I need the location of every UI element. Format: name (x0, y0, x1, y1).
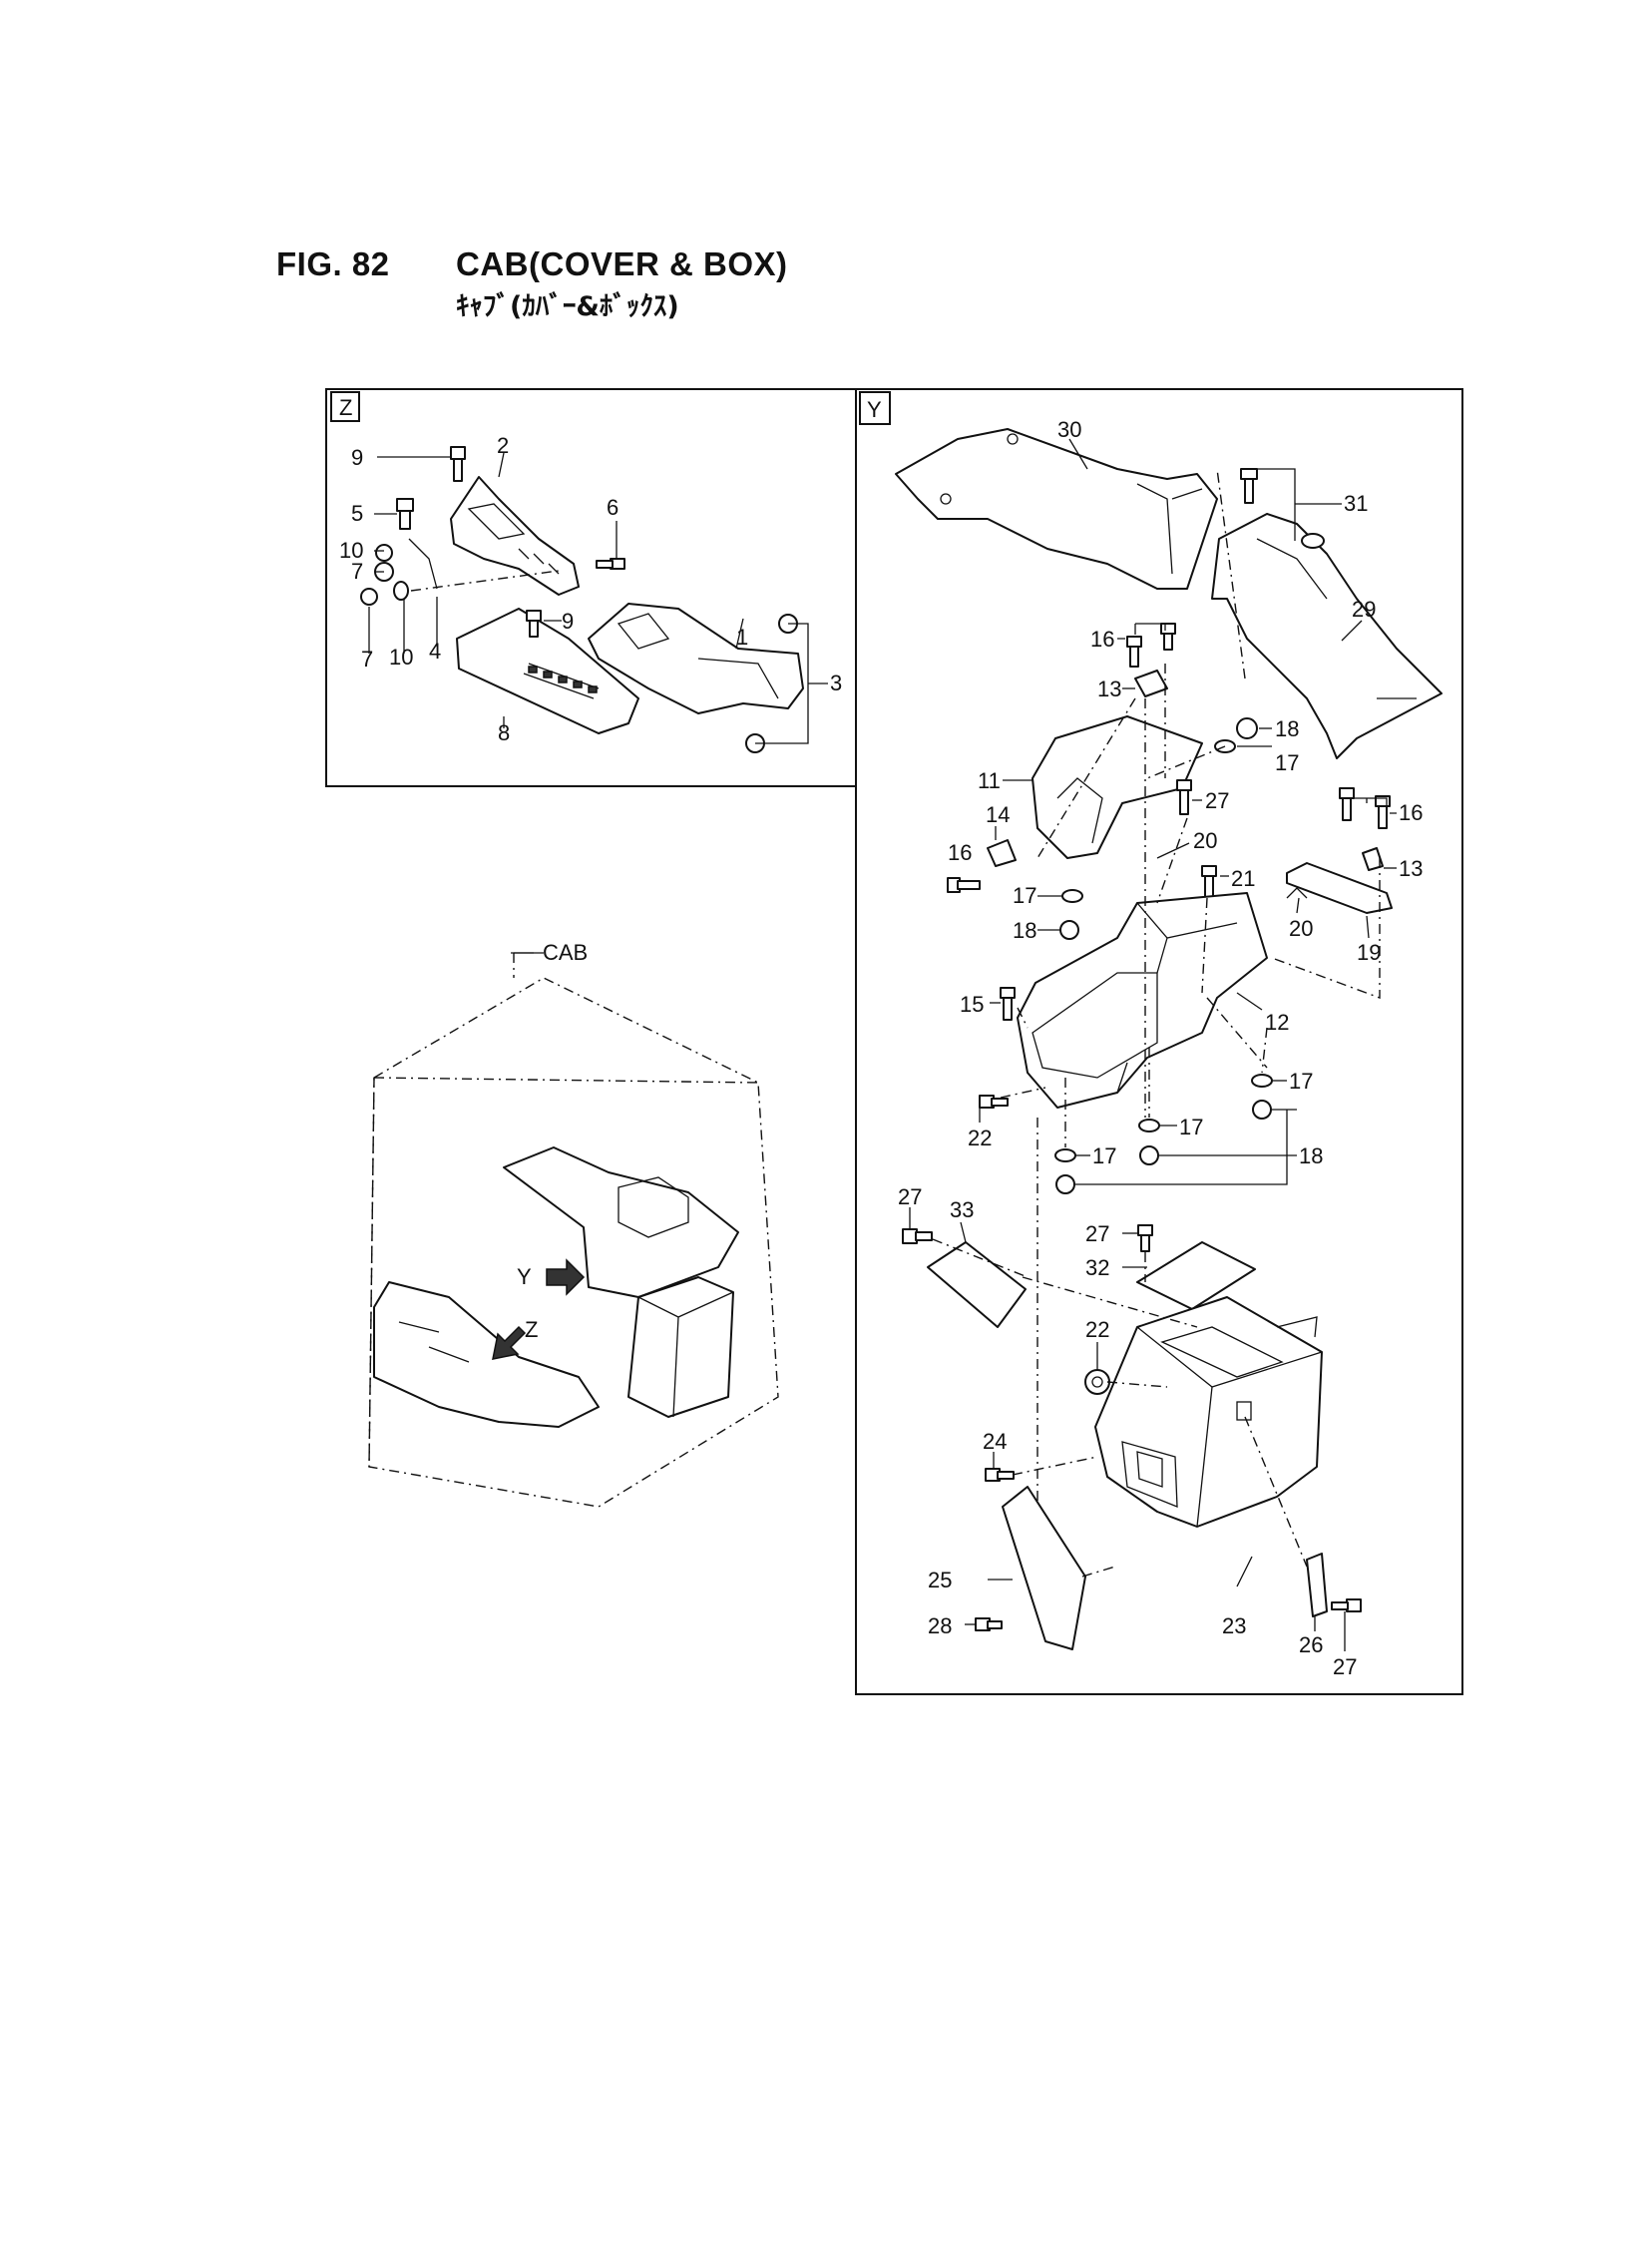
view-y-assembly-lines (932, 468, 1381, 1578)
label-19: 19 (1357, 940, 1381, 965)
label-13a: 13 (1097, 677, 1121, 701)
label-3: 3 (830, 671, 842, 695)
label-15: 15 (960, 992, 984, 1017)
label-29: 29 (1352, 597, 1376, 622)
label-20a: 20 (1193, 828, 1217, 853)
label-26: 26 (1299, 1632, 1323, 1657)
label-10a: 10 (339, 538, 363, 563)
label-9b: 9 (562, 609, 574, 634)
label-27a: 27 (1205, 788, 1229, 813)
label-6: 6 (607, 495, 619, 520)
figure-title: CAB(COVER & BOX) (456, 245, 788, 282)
figure-subtitle: ｷｬﾌﾞ(ｶﾊﾞｰ&ﾎﾞｯｸｽ) (456, 291, 679, 322)
label-27c: 27 (1085, 1221, 1109, 1246)
label-18c: 18 (1299, 1143, 1323, 1168)
label-16a: 16 (1090, 627, 1114, 652)
label-30: 30 (1057, 417, 1081, 442)
label-16b: 16 (948, 840, 972, 865)
view-z-arrow-label: Z (525, 1317, 538, 1342)
label-32: 32 (1085, 1255, 1109, 1280)
label-18b: 18 (1013, 918, 1036, 943)
view-z-label: Z (339, 395, 352, 420)
label-20b: 20 (1289, 916, 1313, 941)
label-1: 1 (736, 625, 748, 650)
label-7a: 7 (351, 559, 363, 584)
label-18a: 18 (1275, 716, 1299, 741)
label-14: 14 (986, 802, 1010, 827)
view-y-leaders (909, 438, 1397, 1651)
label-24: 24 (983, 1429, 1007, 1454)
label-23: 23 (1222, 1613, 1246, 1638)
view-y-arrow-label: Y (517, 1264, 532, 1289)
label-10b: 10 (389, 645, 413, 670)
label-13b: 13 (1399, 856, 1423, 881)
label-28: 28 (928, 1613, 952, 1638)
cab-label: CAB (543, 940, 588, 965)
label-4: 4 (429, 639, 441, 664)
label-8: 8 (498, 720, 510, 745)
label-11: 11 (978, 768, 1001, 793)
label-16c: 16 (1399, 800, 1423, 825)
view-z-parts (360, 446, 804, 753)
label-12: 12 (1265, 1010, 1289, 1035)
label-2: 2 (497, 433, 509, 458)
label-25: 25 (928, 1568, 952, 1592)
label-31: 31 (1344, 491, 1368, 516)
figure-number: FIG. 82 (276, 245, 390, 282)
label-27d: 27 (1333, 1654, 1357, 1679)
label-9a: 9 (351, 445, 363, 470)
label-27b: 27 (898, 1184, 922, 1209)
label-17b: 17 (1013, 883, 1036, 908)
label-17e: 17 (1092, 1143, 1116, 1168)
label-5: 5 (351, 501, 363, 526)
view-z-leaders (368, 452, 828, 744)
cab-overview (368, 952, 779, 1508)
view-y-frame: Y (855, 388, 1463, 1695)
label-21: 21 (1231, 866, 1255, 891)
view-y-label: Y (867, 397, 882, 422)
label-17d: 17 (1179, 1115, 1203, 1139)
label-7b: 7 (361, 647, 373, 672)
label-17c: 17 (1289, 1069, 1313, 1094)
label-22b: 22 (1085, 1317, 1109, 1342)
label-17a: 17 (1275, 750, 1299, 775)
label-33: 33 (950, 1197, 974, 1222)
label-22a: 22 (968, 1126, 992, 1150)
